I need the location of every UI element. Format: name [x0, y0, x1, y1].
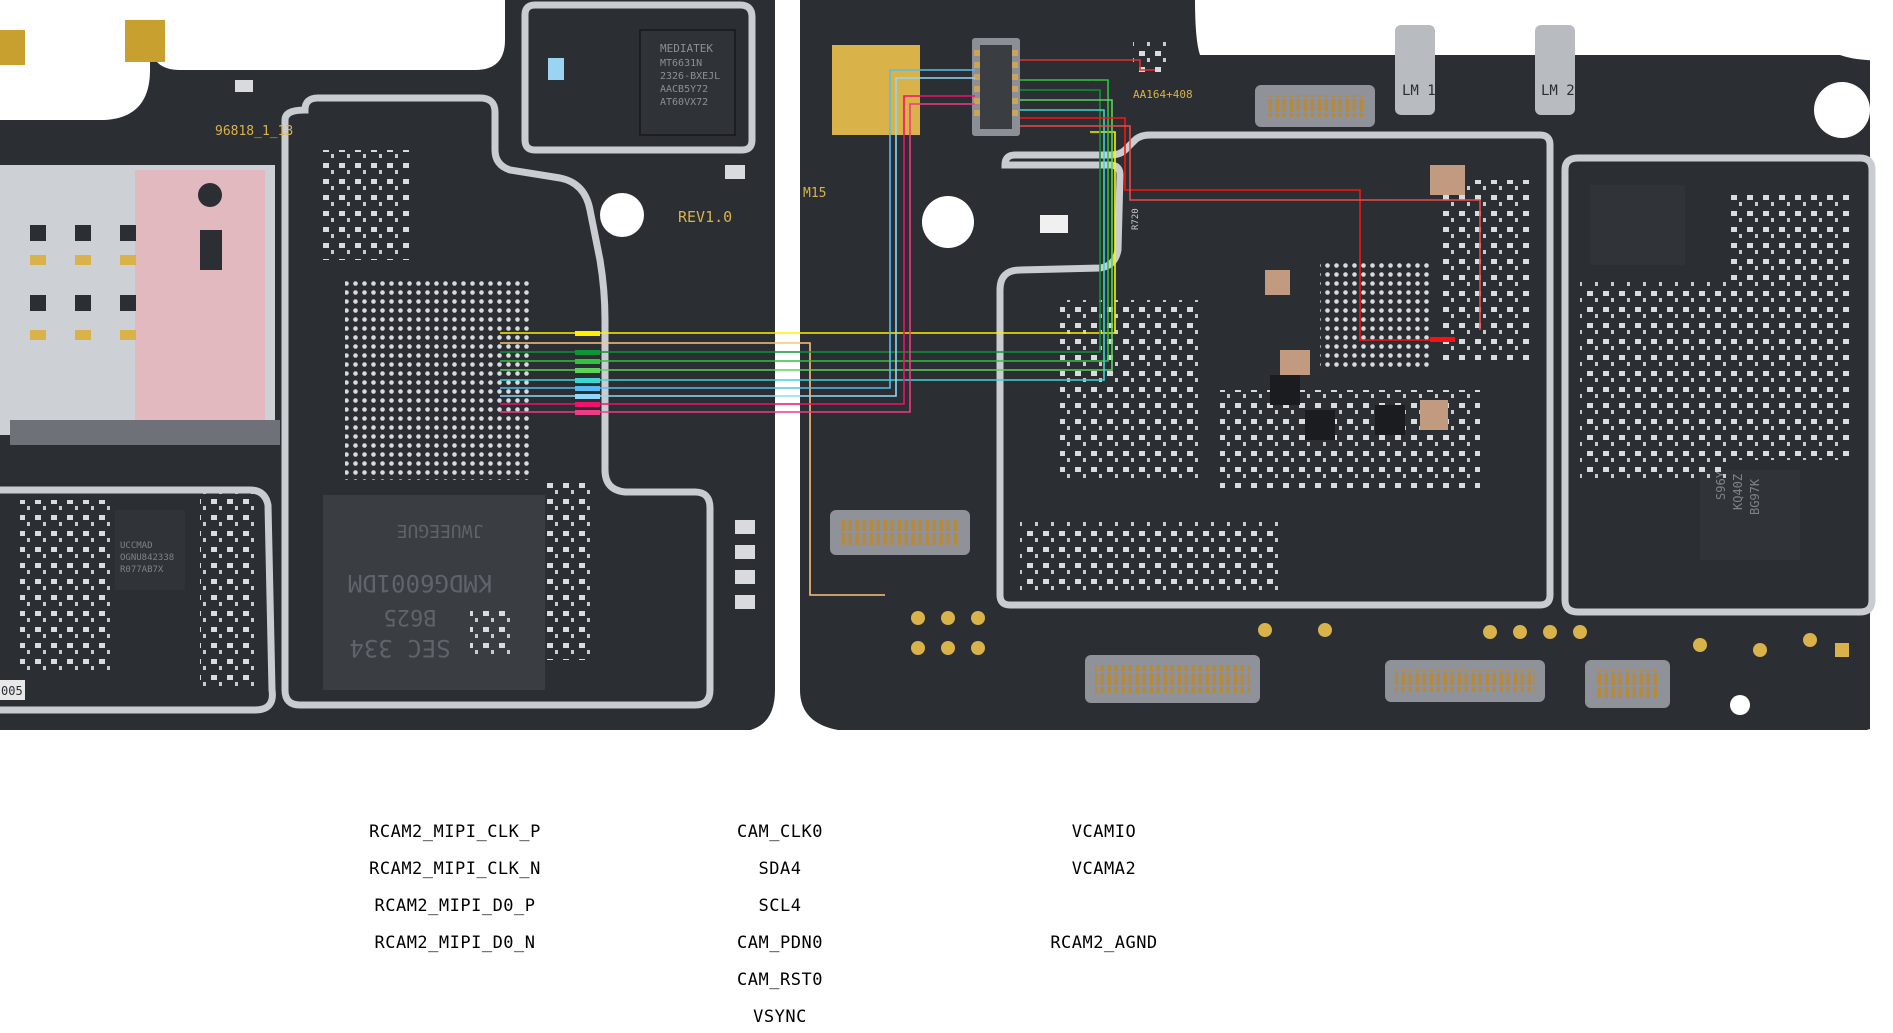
memory-line-1: JWUEEGUE	[397, 520, 484, 541]
soc-bga-grid	[345, 280, 530, 480]
legend-scl4: SCL4	[758, 896, 802, 916]
legend-rcam2-mipi-clk-n: RCAM2_MIPI_CLK_N	[369, 859, 541, 879]
right-chip	[1700, 470, 1800, 560]
svg-text:LM 1L: LM 1L	[1402, 83, 1444, 99]
legend-vcamio: VCAMIO	[1071, 822, 1137, 842]
code-005: 005	[1, 684, 23, 698]
trace-cam-clk0	[500, 89, 1101, 353]
legend-sda4: SDA4	[758, 859, 802, 879]
legend-cam-rst0: CAM_RST0	[737, 970, 823, 990]
right-board: LM 1L LM 2L S96Y KQ40Z BG97K	[800, 0, 1893, 730]
svg-text:UCCMAD: UCCMAD	[120, 541, 153, 551]
board-marking-96818: 96818_1_13	[215, 124, 293, 139]
svg-text:AT60VX72: AT60VX72	[660, 97, 708, 108]
svg-text:MEDIATEK: MEDIATEK	[660, 42, 713, 55]
svg-text:LM 2L: LM 2L	[1541, 83, 1583, 99]
svg-text:R077AB7X: R077AB7X	[120, 565, 164, 575]
legend-vcama2: VCAMA2	[1071, 859, 1137, 879]
trace-vcamio	[1020, 117, 1430, 341]
trace-vsync	[500, 342, 885, 596]
memory-line-2: KMDG6001DM	[348, 569, 493, 597]
trace-sda4	[500, 79, 1109, 362]
svg-text:BG97K: BG97K	[1748, 478, 1762, 515]
trace-mipi-clk-n	[500, 77, 975, 397]
legend-rcam2-agnd: RCAM2_AGND	[1050, 933, 1158, 953]
legend-cam-pdn0: CAM_PDN0	[737, 933, 823, 953]
signal-traces	[500, 59, 1481, 596]
memory-line-3: B625	[384, 604, 437, 629]
mediatek-chip: MEDIATEK MT6631N 2326-BXEJL AACB5Y72 AT6…	[639, 29, 736, 136]
trace-gnd	[1020, 59, 1155, 71]
trace-endpoints	[575, 331, 1455, 415]
camera-connector	[972, 38, 1020, 136]
trace-scl4	[500, 99, 1113, 371]
svg-text:KQ40Z: KQ40Z	[1731, 474, 1745, 510]
revision-label: REV1.0	[678, 208, 732, 226]
trace-mipi-clk-p	[500, 69, 975, 389]
legend-rcam2-mipi-d0-n: RCAM2_MIPI_D0_N	[374, 933, 536, 953]
trace-mipi-d0-n	[500, 103, 975, 413]
legend-vsync: VSYNC	[753, 1007, 807, 1027]
legend-rcam2-mipi-clk-p: RCAM2_MIPI_CLK_P	[369, 822, 541, 842]
sim-card-tray	[0, 165, 280, 445]
trace-cam-rst0	[500, 131, 1116, 334]
gold-pad	[832, 45, 920, 135]
memory-line-4: SEC 334	[349, 634, 450, 662]
legend-rcam2-mipi-d0-p: RCAM2_MIPI_D0_P	[374, 896, 536, 916]
trace-mipi-d0-p	[500, 95, 975, 405]
trace-cam-pdn0	[500, 109, 1105, 381]
marking-aa164: AA164+408	[1133, 88, 1193, 101]
svg-text:MT6631N: MT6631N	[660, 58, 702, 69]
marking-m15: M15	[803, 186, 826, 201]
marking-r720: R720	[1131, 208, 1141, 230]
legend-cam-clk0: CAM_CLK0	[737, 822, 823, 842]
svg-text:OGNU842338: OGNU842338	[120, 553, 174, 563]
svg-text:2326-BXEJL: 2326-BXEJL	[660, 71, 720, 82]
svg-text:AACB5Y72: AACB5Y72	[660, 84, 708, 95]
pcb-board-diagram: JWUEEGUE KMDG6001DM B625 SEC 334 MEDIATE…	[0, 0, 1893, 730]
memory-chip: JWUEEGUE KMDG6001DM B625 SEC 334	[323, 495, 545, 690]
left-board: JWUEEGUE KMDG6001DM B625 SEC 334 MEDIATE…	[0, 0, 775, 730]
trace-vcama2	[1020, 125, 1481, 330]
